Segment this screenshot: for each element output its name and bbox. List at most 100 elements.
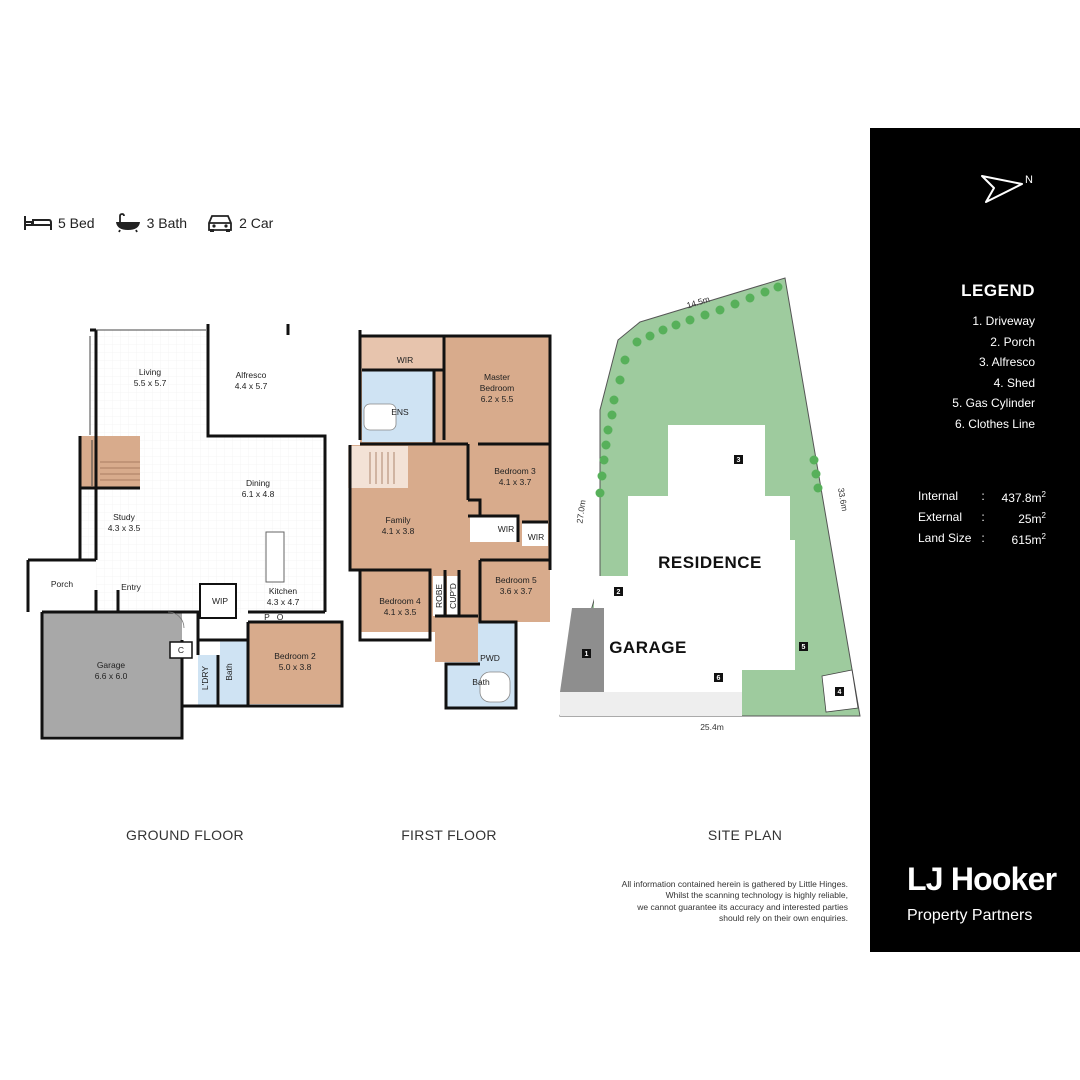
pantry-label: P bbox=[264, 612, 270, 622]
marker-shed: 4 bbox=[835, 687, 844, 696]
family-size: 4.1 x 3.8 bbox=[382, 526, 415, 536]
alfresco-size: 4.4 x 5.7 bbox=[235, 381, 268, 391]
bedroom-4-label: Bedroom 4 bbox=[379, 596, 421, 606]
feature-summary: 5 Bed 3 Bath 2 Car bbox=[24, 210, 273, 236]
alfresco-area bbox=[208, 330, 288, 435]
bedroom-2-label: Bedroom 2 bbox=[274, 651, 316, 661]
dining-label: Dining bbox=[246, 478, 270, 488]
area-summary: Internal: 437.8m2 External: 25m2 Land Si… bbox=[918, 486, 1046, 549]
ground-floor-title: GROUND FLOOR bbox=[126, 827, 244, 843]
cupd-label: CUP'D bbox=[448, 583, 458, 609]
area-row-external: External: 25m2 bbox=[918, 510, 1046, 526]
wip-room bbox=[199, 583, 237, 619]
master-label-2: Bedroom bbox=[480, 383, 515, 393]
site-plan-title: SITE PLAN bbox=[707, 827, 783, 843]
ground-bath-label: Bath bbox=[224, 663, 234, 681]
car-label: 2 Car bbox=[239, 215, 274, 231]
marker-driveway: 1 bbox=[582, 649, 591, 658]
residence-label: RESIDENCE bbox=[658, 553, 762, 572]
first-bathtub bbox=[479, 671, 511, 703]
bedroom-4-size: 4.1 x 3.5 bbox=[384, 607, 417, 617]
front-path bbox=[560, 692, 742, 716]
study-size: 4.3 x 3.5 bbox=[108, 523, 141, 533]
legend-item: 6. Clothes Line bbox=[954, 416, 1035, 431]
wir-3-label: WIR bbox=[528, 532, 545, 542]
car-feature: 2 Car bbox=[207, 213, 273, 233]
bedroom-2-room bbox=[248, 622, 342, 704]
garage-room bbox=[42, 612, 182, 736]
porch-room bbox=[28, 562, 96, 612]
pwd-label: PWD bbox=[480, 653, 500, 663]
robe-room bbox=[433, 576, 445, 616]
wir-3-room bbox=[522, 522, 548, 546]
site-garage-label: GARAGE bbox=[609, 638, 687, 657]
living-label: Living bbox=[139, 367, 161, 377]
bath-label: 3 Bath bbox=[146, 215, 188, 231]
marker-alfresco: 3 bbox=[734, 455, 743, 464]
brand-logo: LJ Hooker bbox=[907, 861, 1057, 897]
first-staircase bbox=[348, 446, 408, 488]
bathtub-icon bbox=[115, 213, 141, 233]
legend-item: 1. Driveway bbox=[972, 314, 1035, 328]
alfresco-label: Alfresco bbox=[236, 370, 267, 380]
laundry-room bbox=[198, 655, 218, 705]
wir-room bbox=[360, 336, 444, 370]
bedroom-3-size: 4.1 x 3.7 bbox=[499, 477, 532, 487]
legend-list: 1. Driveway 2. Porch 3. Alfresco 4. Shed… bbox=[952, 311, 1035, 434]
disclaimer-line: should rely on their own enquiries. bbox=[719, 912, 848, 923]
first-floor-title: FIRST FLOOR bbox=[401, 827, 497, 843]
legend-title: LEGEND bbox=[961, 281, 1035, 300]
floor-plans: Living 5.5 x 5.7 Alfresco 4.4 x 5.7 Dini… bbox=[26, 277, 861, 740]
disclaimer-line: we cannot guarantee its accuracy and int… bbox=[637, 901, 848, 912]
pwd-room bbox=[478, 622, 516, 668]
svg-text:5: 5 bbox=[802, 644, 806, 651]
marker-porch: 2 bbox=[614, 587, 623, 596]
master-label: Master bbox=[484, 372, 510, 382]
bedroom-5-size: 3.6 x 3.7 bbox=[500, 586, 533, 596]
disclaimer-line: Whilst the scanning technology is highly… bbox=[665, 890, 848, 901]
north-arrow-icon bbox=[980, 170, 1026, 211]
c-label: C bbox=[178, 645, 184, 655]
living-size: 5.5 x 5.7 bbox=[134, 378, 167, 388]
cupd-room bbox=[447, 576, 459, 616]
bedroom-5-room bbox=[480, 560, 550, 622]
master-size: 6.2 x 5.5 bbox=[481, 394, 514, 404]
bed-label: 5 Bed bbox=[58, 215, 95, 231]
marker-clothes-line: 6 bbox=[714, 673, 723, 682]
wir-2-label: WIR bbox=[498, 524, 515, 534]
bedroom-5-label: Bedroom 5 bbox=[495, 575, 537, 585]
site-plan: RESIDENCE GARAGE 14.5m 27.0m 33.6m 25.4m… bbox=[559, 277, 861, 732]
garage-label: Garage bbox=[97, 660, 126, 670]
svg-text:3: 3 bbox=[737, 457, 741, 464]
study-label: Study bbox=[113, 512, 135, 522]
legend-item: 3. Alfresco bbox=[978, 355, 1035, 369]
north-label: N bbox=[1025, 174, 1033, 186]
legend-item: 2. Porch bbox=[990, 334, 1035, 349]
ensuite-bathtub bbox=[363, 403, 397, 431]
info-panel: N LEGEND 1. Driveway 2. Porch 3. Alfresc… bbox=[870, 128, 1080, 952]
bath-feature: 3 Bath bbox=[115, 213, 187, 233]
family-label: Family bbox=[385, 515, 411, 525]
bedroom-2-size: 5.0 x 3.8 bbox=[279, 662, 312, 672]
living-room bbox=[90, 330, 208, 440]
car-icon bbox=[207, 213, 233, 233]
porch-label: Porch bbox=[51, 579, 73, 589]
o-label: O bbox=[277, 612, 284, 622]
brand-subtitle: Property Partners bbox=[907, 907, 1033, 924]
ground-floor-plan: Living 5.5 x 5.7 Alfresco 4.4 x 5.7 Dini… bbox=[26, 324, 344, 740]
marker-gas-cylinder: 5 bbox=[799, 642, 808, 651]
tree-line bbox=[595, 282, 823, 498]
first-bath-label: Bath bbox=[472, 677, 490, 687]
area-row-internal: Internal: 437.8m2 bbox=[918, 489, 1046, 505]
legend-item: 5. Gas Cylinder bbox=[952, 396, 1035, 410]
kitchen-island bbox=[265, 531, 285, 583]
robe-label: ROBE bbox=[434, 584, 444, 608]
svg-text:1: 1 bbox=[585, 651, 589, 658]
disclaimer-line: All information contained herein is gath… bbox=[621, 879, 848, 889]
dim-left: 27.0m bbox=[574, 499, 587, 524]
svg-text:4: 4 bbox=[838, 689, 842, 696]
site-residence bbox=[628, 425, 795, 692]
dining-size: 6.1 x 4.8 bbox=[242, 489, 275, 499]
ensuite-label: ENS bbox=[391, 407, 409, 417]
wip-label: WIP bbox=[212, 596, 228, 606]
